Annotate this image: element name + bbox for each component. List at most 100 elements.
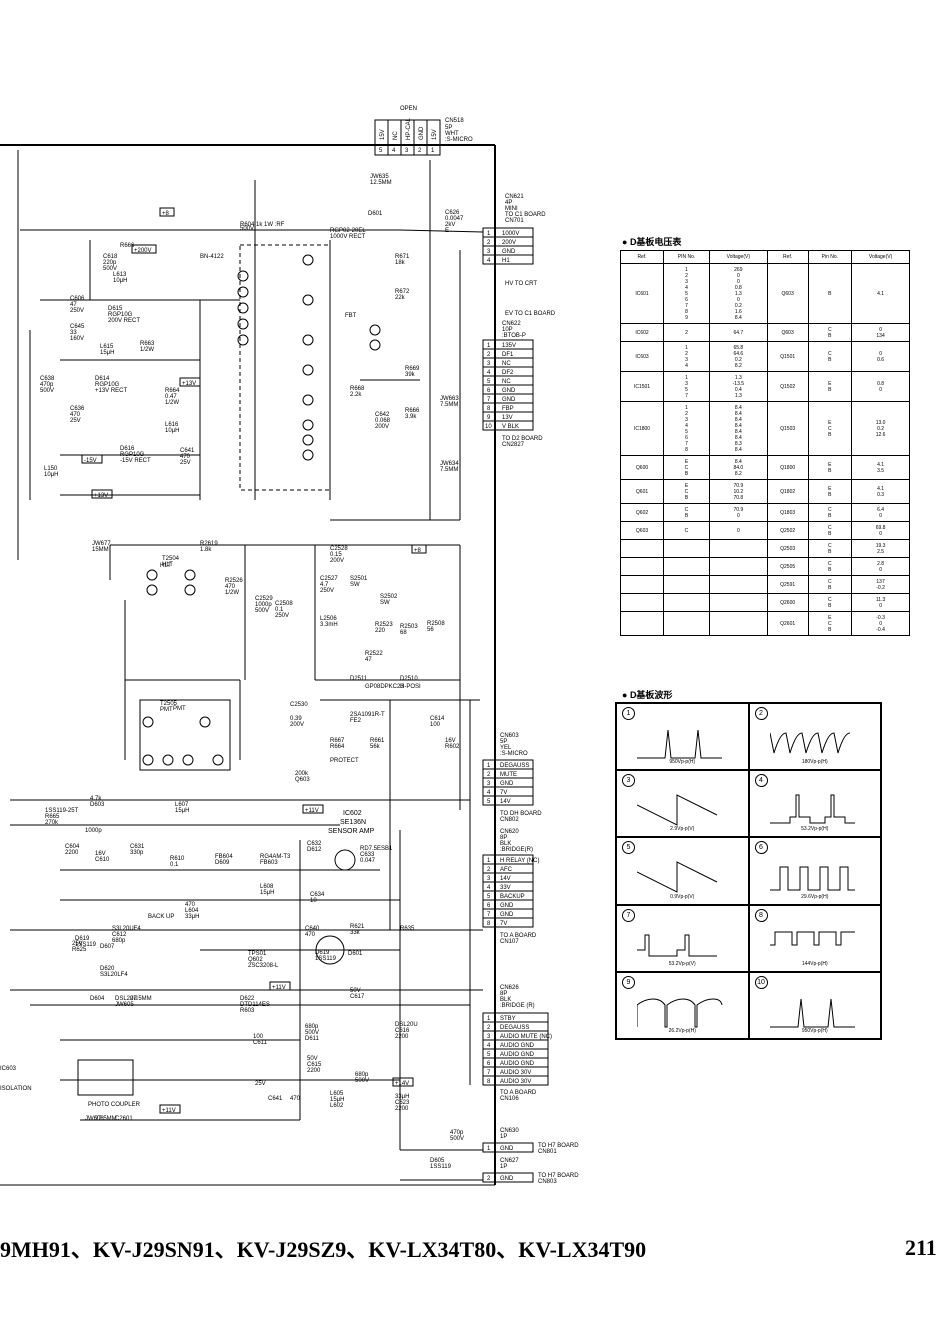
component-ref: C634 bbox=[310, 892, 325, 898]
voltage-table-cell: C B bbox=[807, 503, 853, 522]
waveform-caption: 26.2Vp-p(H) bbox=[668, 1027, 696, 1034]
voltage-table-cell: Q603 bbox=[619, 521, 665, 540]
component-ref: +13V RECT bbox=[95, 388, 128, 394]
voltage-table-cell bbox=[708, 593, 768, 612]
component-ref: L608 bbox=[260, 884, 274, 890]
component-ref: R666 bbox=[405, 408, 420, 414]
component-ref: TPS01 bbox=[248, 951, 267, 957]
svg-text:4P: 4P bbox=[505, 200, 512, 206]
waveform-number: 6 bbox=[754, 841, 768, 855]
svg-text:1000V: 1000V bbox=[502, 231, 519, 237]
voltage-table-cell: Q1501 bbox=[766, 341, 809, 372]
component-ref: 10μH bbox=[113, 278, 127, 284]
component-ref: C2529 bbox=[255, 596, 273, 602]
voltage-table-cell: C bbox=[663, 521, 710, 540]
svg-text:4: 4 bbox=[487, 370, 491, 376]
svg-text:FBP: FBP bbox=[502, 406, 514, 412]
voltage-table-cell bbox=[663, 557, 710, 576]
component-ref: 0.15 bbox=[330, 552, 342, 558]
svg-text:AUDIO GND: AUDIO GND bbox=[500, 1043, 535, 1049]
svg-text::BRIDGE (R): :BRIDGE (R) bbox=[500, 1003, 535, 1009]
svg-text:1: 1 bbox=[487, 1016, 491, 1022]
component-ref: C611 bbox=[253, 1040, 268, 1046]
svg-text:TO D2 BOARD: TO D2 BOARD bbox=[502, 436, 543, 442]
svg-text:5: 5 bbox=[487, 1052, 491, 1058]
waveform-trace bbox=[769, 998, 855, 1028]
fbt-transformer bbox=[237, 254, 381, 461]
component-ref: 1SS119 bbox=[75, 942, 97, 948]
component-ref: 16V bbox=[445, 738, 456, 744]
svg-text:+11V: +11V bbox=[305, 808, 319, 814]
component-ref: R602 bbox=[445, 744, 460, 750]
svg-text:5: 5 bbox=[487, 894, 491, 900]
component-ref: JW663 bbox=[440, 396, 459, 402]
component-ref: Q603 bbox=[295, 777, 310, 783]
component-ref: 18k bbox=[395, 260, 406, 266]
connector-cn630: CN630 1P 1 GND TO H7 BOARD CN801 bbox=[482, 1128, 579, 1155]
voltage-table-cell: 2.8 0 bbox=[851, 557, 910, 576]
component-ref: 25V bbox=[255, 1081, 266, 1087]
svg-text:BACK UP: BACK UP bbox=[148, 914, 174, 920]
component-ref: FE2 bbox=[350, 718, 362, 724]
component-ref: 250V bbox=[70, 308, 84, 314]
svg-text:IC602: IC602 bbox=[343, 810, 362, 817]
component-ref: 25V bbox=[180, 460, 191, 466]
waveform-trace bbox=[637, 729, 722, 759]
component-ref: S2501 bbox=[350, 576, 368, 582]
component-ref: C640 bbox=[305, 926, 320, 932]
voltage-table-cell: 269 0 0 0.8 1.3 0 0.2 1.6 8.4 bbox=[708, 263, 768, 324]
voltage-table-cell: C B bbox=[807, 341, 853, 372]
svg-text:7: 7 bbox=[487, 1070, 491, 1076]
svg-text:DEGAUSS: DEGAUSS bbox=[500, 1025, 529, 1031]
voltage-table-cell bbox=[619, 557, 665, 576]
component-ref: C626 bbox=[445, 210, 460, 216]
voltage-table-cell: Q2591 bbox=[766, 575, 809, 594]
svg-text:TO H7 BOARD: TO H7 BOARD bbox=[538, 1173, 579, 1179]
voltage-table-cell: E C B bbox=[807, 401, 853, 456]
svg-text::BRIDGE(R): :BRIDGE(R) bbox=[500, 847, 533, 853]
voltage-table-header: Ref. bbox=[619, 250, 665, 264]
component-ref: 0.47 bbox=[165, 394, 177, 400]
component-ref: 27.5MM bbox=[130, 996, 152, 1002]
component-ref: C2508 bbox=[275, 601, 293, 607]
svg-text:3: 3 bbox=[487, 876, 491, 882]
voltage-table-cell: 19.3 2.5 bbox=[851, 539, 910, 558]
voltage-table-cell bbox=[619, 575, 665, 594]
component-ref: 3.3mH bbox=[320, 622, 338, 628]
component-ref: JW608 bbox=[85, 1116, 104, 1122]
waveform-number: 8 bbox=[754, 908, 768, 922]
component-ref: 470p bbox=[40, 382, 54, 388]
svg-text:200V: 200V bbox=[502, 240, 516, 246]
voltage-table-cell: Q2503 bbox=[766, 539, 809, 558]
component-ref: C623 bbox=[395, 1100, 410, 1106]
voltage-table-cell: IC602 bbox=[619, 323, 665, 342]
component-ref: 1/2W bbox=[140, 347, 154, 353]
svg-text:6: 6 bbox=[487, 388, 491, 394]
component-ref: R2526 bbox=[225, 578, 243, 584]
component-ref: C612 bbox=[112, 932, 127, 938]
voltage-tags: +8 +200V +13V -15V +13V +8 +11V +11V +14… bbox=[81, 207, 427, 1114]
svg-text:1: 1 bbox=[431, 148, 435, 154]
waveform-number: 2 bbox=[754, 707, 768, 720]
connector-cn627: CN627 1P 2 GND TO H7 BOARD CN803 bbox=[482, 1158, 579, 1185]
voltage-table-cell bbox=[619, 539, 665, 558]
component-ref: SW bbox=[380, 600, 390, 606]
component-ref: -15V RECT bbox=[120, 458, 151, 464]
voltage-table-header: Voltage(V) bbox=[851, 250, 910, 264]
component-ref: D601 bbox=[348, 951, 363, 957]
component-ref: C617 bbox=[350, 994, 365, 1000]
component-ref: 100 bbox=[253, 1034, 264, 1040]
page-number: 211 bbox=[905, 1235, 937, 1260]
component-ref: RG4AM-T3 bbox=[260, 854, 291, 860]
component-ref: 7.5MM bbox=[440, 402, 458, 408]
component-ref: 470 bbox=[225, 584, 236, 590]
voltage-table-cell bbox=[663, 593, 710, 612]
voltage-table-cell: C B bbox=[807, 575, 853, 594]
